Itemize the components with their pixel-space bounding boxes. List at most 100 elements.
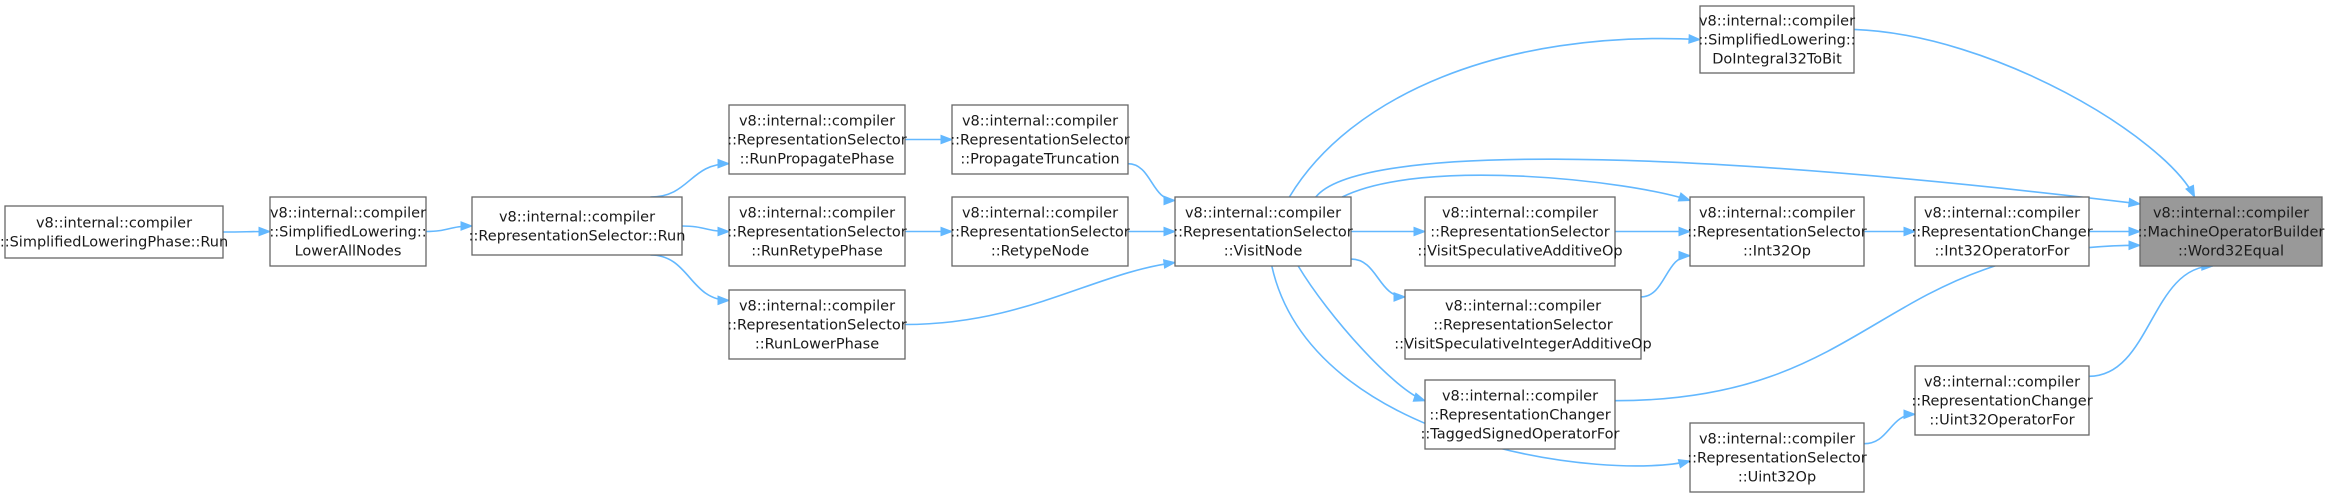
edge-visitspeculativeintegeradditiveop-to-int32op: [1640, 250, 1692, 298]
node-selectorrun[interactable]: v8::internal::compiler::RepresentationSe…: [469, 196, 686, 256]
node-box: [1689, 422, 1865, 493]
node-box: [1699, 5, 1855, 74]
node-propagatetruncation[interactable]: v8::internal::compiler::RepresentationSe…: [950, 104, 1130, 175]
node-visitspeculativeadditiveop[interactable]: v8::internal::compiler::RepresentationSe…: [1417, 196, 1623, 267]
edge-dointegral32tobit-to-word32equal: [1853, 28, 2196, 199]
edge-selectorrun-to-runlowerphase: [650, 254, 731, 306]
node-label-line: ::RepresentationSelector: [1433, 318, 1612, 334]
node-runpropagatephase[interactable]: v8::internal::compiler::RepresentationSe…: [727, 104, 907, 175]
node-label-line: v8::internal::compiler: [739, 299, 895, 315]
node-label-line: v8::internal::compiler: [739, 206, 895, 222]
node-label-line: ::RepresentationSelector: [1430, 225, 1609, 241]
edge-visitnode-to-visitspeculativeintegeradditiveop: [1350, 258, 1407, 302]
arrowhead-icon: [1677, 192, 1692, 202]
node-label-line: ::SimplifiedLowering::: [269, 225, 426, 241]
node-label-line: v8::internal::compiler: [1699, 206, 1855, 222]
edge-propagatetruncation-to-visitnode: [1127, 162, 1177, 206]
node-label-line: ::RepresentationChanger: [1911, 394, 2092, 410]
arrowhead-icon: [1413, 226, 1427, 237]
node-box: [951, 104, 1129, 175]
node-label-line: ::MachineOperatorBuilder: [2138, 225, 2325, 241]
node-label-line: v8::internal::compiler: [499, 210, 655, 226]
arrowhead-icon: [460, 221, 474, 231]
node-label-line: ::RepresentationSelector::Run: [469, 229, 686, 245]
arrowhead-icon: [1163, 226, 1177, 237]
node-visitnode[interactable]: v8::internal::compiler::RepresentationSe…: [1173, 196, 1353, 267]
nodes-layer: v8::internal::compiler::MachineOperatorB…: [0, 5, 2325, 493]
node-label-line: ::RetypeNode: [991, 244, 1089, 260]
arrowhead-icon: [2128, 226, 2142, 237]
edge-line: [650, 162, 730, 198]
edge-visitspeculativeadditiveop-to-int32op: [1615, 226, 1692, 237]
node-label-line: ::VisitSpeculativeIntegerAdditiveOp: [1394, 337, 1651, 353]
node-uint32op[interactable]: v8::internal::compiler::RepresentationSe…: [1687, 422, 1867, 493]
node-label-line: v8::internal::compiler: [1185, 206, 1341, 222]
node-label-line: ::RepresentationSelector: [727, 318, 906, 334]
node-label-line: v8::internal::compiler: [1442, 206, 1598, 222]
node-word32equal[interactable]: v8::internal::compiler::MachineOperatorB…: [2138, 196, 2325, 267]
node-label-line: ::Int32OperatorFor: [1935, 244, 2070, 260]
node-label-line: ::VisitSpeculativeAdditiveOp: [1417, 244, 1622, 260]
node-label-line: ::Uint32OperatorFor: [1929, 413, 2074, 429]
node-label-line: ::RunRetypePhase: [751, 244, 883, 260]
node-label-line: v8::internal::compiler: [1924, 375, 2080, 391]
arrowhead-icon: [1678, 250, 1692, 261]
edge-runretypephase-to-retypenode: [905, 226, 954, 237]
node-box: [1914, 365, 2090, 436]
node-box: [471, 196, 683, 256]
node-label-line: v8::internal::compiler: [739, 114, 895, 130]
node-label-line: ::RunPropagatePhase: [740, 152, 895, 168]
edge-line: [1853, 28, 2196, 198]
node-taggedsignedoperatorfor[interactable]: v8::internal::compiler::RepresentationCh…: [1421, 379, 1620, 450]
node-label-line: v8::internal::compiler: [2153, 206, 2309, 222]
node-label-line: ::Uint32Op: [1738, 470, 1816, 486]
arrowhead-icon: [940, 226, 954, 237]
node-visitspeculativeintegeradditiveop[interactable]: v8::internal::compiler::RepresentationSe…: [1394, 289, 1652, 360]
arrowhead-icon: [1163, 195, 1177, 206]
edge-line: [1288, 37, 1701, 198]
node-runretypephase[interactable]: v8::internal::compiler::RepresentationSe…: [727, 196, 907, 267]
arrowhead-icon: [717, 295, 731, 306]
node-box: [1914, 196, 2090, 267]
node-box: [1174, 196, 1352, 267]
node-label-line: v8::internal::compiler: [1699, 432, 1855, 448]
node-lowerallnodes[interactable]: v8::internal::compiler::SimplifiedLoweri…: [269, 196, 427, 267]
node-dointegral32tobit[interactable]: v8::internal::compiler::SimplifiedLoweri…: [1698, 5, 1856, 74]
node-label-line: v8::internal::compiler: [1442, 389, 1598, 405]
node-uint32operatorfor[interactable]: v8::internal::compiler::RepresentationCh…: [1911, 365, 2093, 436]
node-label-line: ::RepresentationSelector: [1173, 225, 1352, 241]
edge-line: [1297, 265, 1426, 402]
edge-line: [1315, 158, 2141, 205]
node-label-line: v8::internal::compiler: [1445, 299, 1601, 315]
node-label-line: ::RepresentationSelector: [727, 225, 906, 241]
node-box: [1424, 379, 1616, 450]
edge-phaserun-to-lowerallnodes: [222, 226, 272, 237]
edge-uint32operatorfor-to-word32equal: [2088, 261, 2215, 378]
arrowhead-icon: [1678, 226, 1692, 237]
node-box: [2139, 196, 2323, 267]
edge-line: [1341, 174, 1691, 202]
node-box: [1404, 289, 1642, 360]
edge-retypenode-to-visitnode: [1128, 226, 1177, 237]
edge-visitnode-to-taggedsignedoperatorfor: [1297, 265, 1427, 402]
node-retypenode[interactable]: v8::internal::compiler::RepresentationSe…: [950, 196, 1130, 267]
arrowhead-icon: [1688, 34, 1702, 44]
node-label-line: ::RepresentationSelector: [727, 133, 906, 149]
arrowhead-icon: [258, 226, 272, 237]
arrowhead-icon: [717, 158, 731, 169]
arrowhead-icon: [940, 134, 954, 145]
node-runlowerphase[interactable]: v8::internal::compiler::RepresentationSe…: [727, 289, 907, 360]
node-label-line: ::RepresentationChanger: [1911, 225, 2092, 241]
node-int32operatorfor[interactable]: v8::internal::compiler::RepresentationCh…: [1911, 196, 2093, 267]
node-label-line: ::SimplifiedLoweringPhase::Run: [0, 235, 228, 251]
node-box: [728, 289, 906, 360]
node-label-line: ::RunLowerPhase: [755, 337, 879, 353]
node-label-line: v8::internal::compiler: [270, 206, 426, 222]
node-phaserun[interactable]: v8::internal::compiler::SimplifiedLoweri…: [0, 205, 228, 259]
node-int32op[interactable]: v8::internal::compiler::RepresentationSe…: [1687, 196, 1867, 267]
arrowhead-icon: [2185, 184, 2196, 199]
edge-line: [2088, 265, 2213, 378]
edge-line: [904, 261, 1176, 326]
arrowhead-icon: [1162, 259, 1177, 269]
